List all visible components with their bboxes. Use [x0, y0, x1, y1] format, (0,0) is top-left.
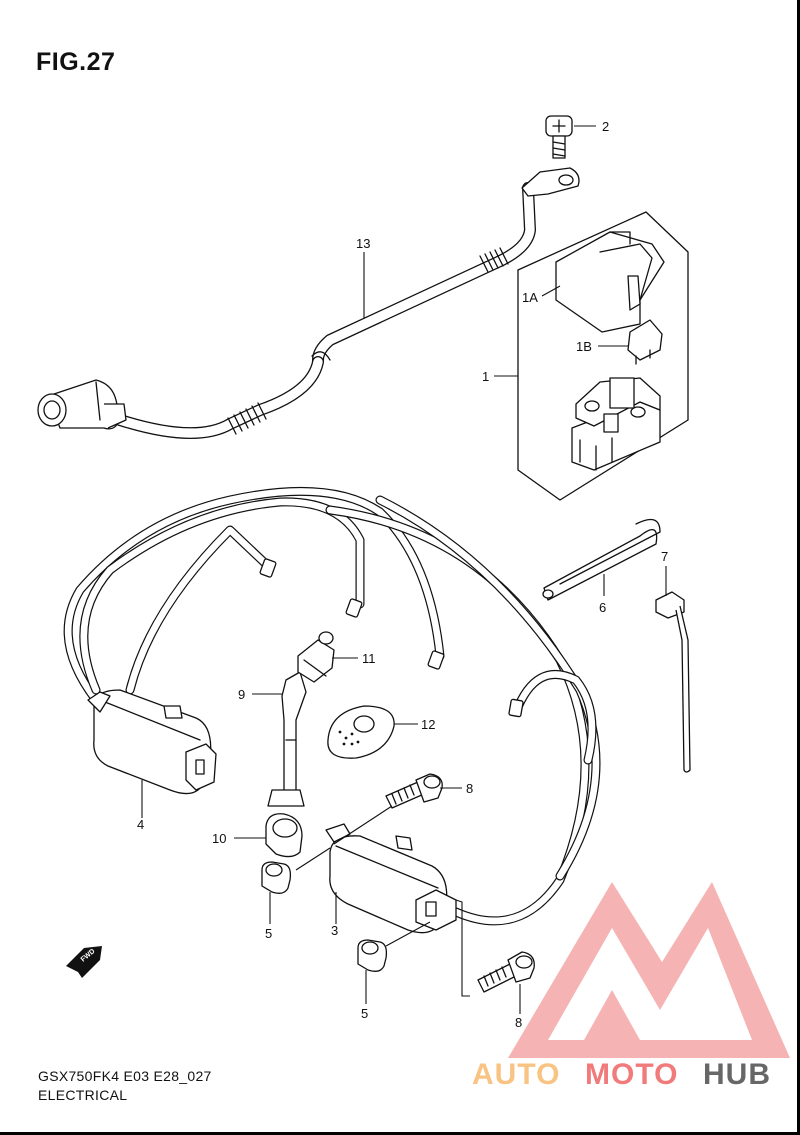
callout-1b: 1B: [576, 339, 592, 354]
part-7-cable-tie: [655, 591, 691, 773]
part-4-ignition-coil: [87, 689, 217, 795]
callout-8-lower: 8: [515, 1015, 522, 1030]
part-8-bolt-upper: [385, 773, 443, 809]
part-8-bolt-lower: [477, 951, 535, 993]
part-3-ignition-coil: [325, 823, 457, 934]
wordmark-auto: AUTO: [472, 1058, 560, 1091]
figure-title: FIG.27: [36, 48, 116, 76]
section-name: ELECTRICAL: [38, 1087, 128, 1103]
part-1a-relay-cover: [555, 231, 665, 333]
automotohub-logo-mark: [508, 882, 790, 1058]
part-13-battery-lead: [37, 167, 580, 440]
callout-8-upper: 8: [466, 781, 473, 796]
part-1b-fuse: [627, 319, 663, 365]
callout-5-upper: 5: [265, 926, 272, 941]
callout-labels: 2 13 1A 1B 1 7 6 11 9 12 8 4 10 5 3 5 8: [137, 119, 668, 1030]
callout-13: 13: [356, 236, 370, 251]
callout-1: 1: [482, 369, 489, 384]
automotohub-wordmark: AUTO MOTO HUB: [472, 1058, 771, 1091]
part-12-grommet-plate: [327, 705, 395, 759]
part-11-connector: [297, 631, 335, 683]
callout-10: 10: [212, 831, 226, 846]
part-5-spacer-upper: [261, 861, 292, 894]
part-6-clamp: [542, 518, 661, 601]
callout-5-lower: 5: [361, 1006, 368, 1021]
callout-11: 11: [362, 651, 376, 666]
callout-2: 2: [602, 119, 609, 134]
callout-3: 3: [331, 923, 338, 938]
fwd-arrow-icon: FWD: [66, 946, 102, 978]
callout-leader-lines: [141, 125, 667, 1014]
callout-6: 6: [599, 600, 606, 615]
ignition-coil-harness: [63, 486, 601, 926]
part-5-spacer-lower: [357, 939, 388, 972]
part-1-relay-body: [571, 377, 661, 471]
wordmark-moto: MOTO: [585, 1058, 678, 1091]
callout-1a: 1A: [522, 290, 538, 305]
part-2-bolt: [545, 115, 573, 159]
assembly-guide-lines: [295, 805, 470, 997]
part-9-spark-plug-cap: [267, 671, 307, 807]
callout-12: 12: [421, 717, 435, 732]
callout-9: 9: [238, 687, 245, 702]
model-code: GSX750FK4 E03 E28_027: [38, 1068, 212, 1084]
callout-4: 4: [137, 817, 144, 832]
part-1-starter-relay-group: [517, 211, 689, 501]
wordmark-hub: HUB: [703, 1058, 771, 1091]
part-10-grommet: [265, 813, 303, 858]
callout-7: 7: [661, 549, 668, 564]
